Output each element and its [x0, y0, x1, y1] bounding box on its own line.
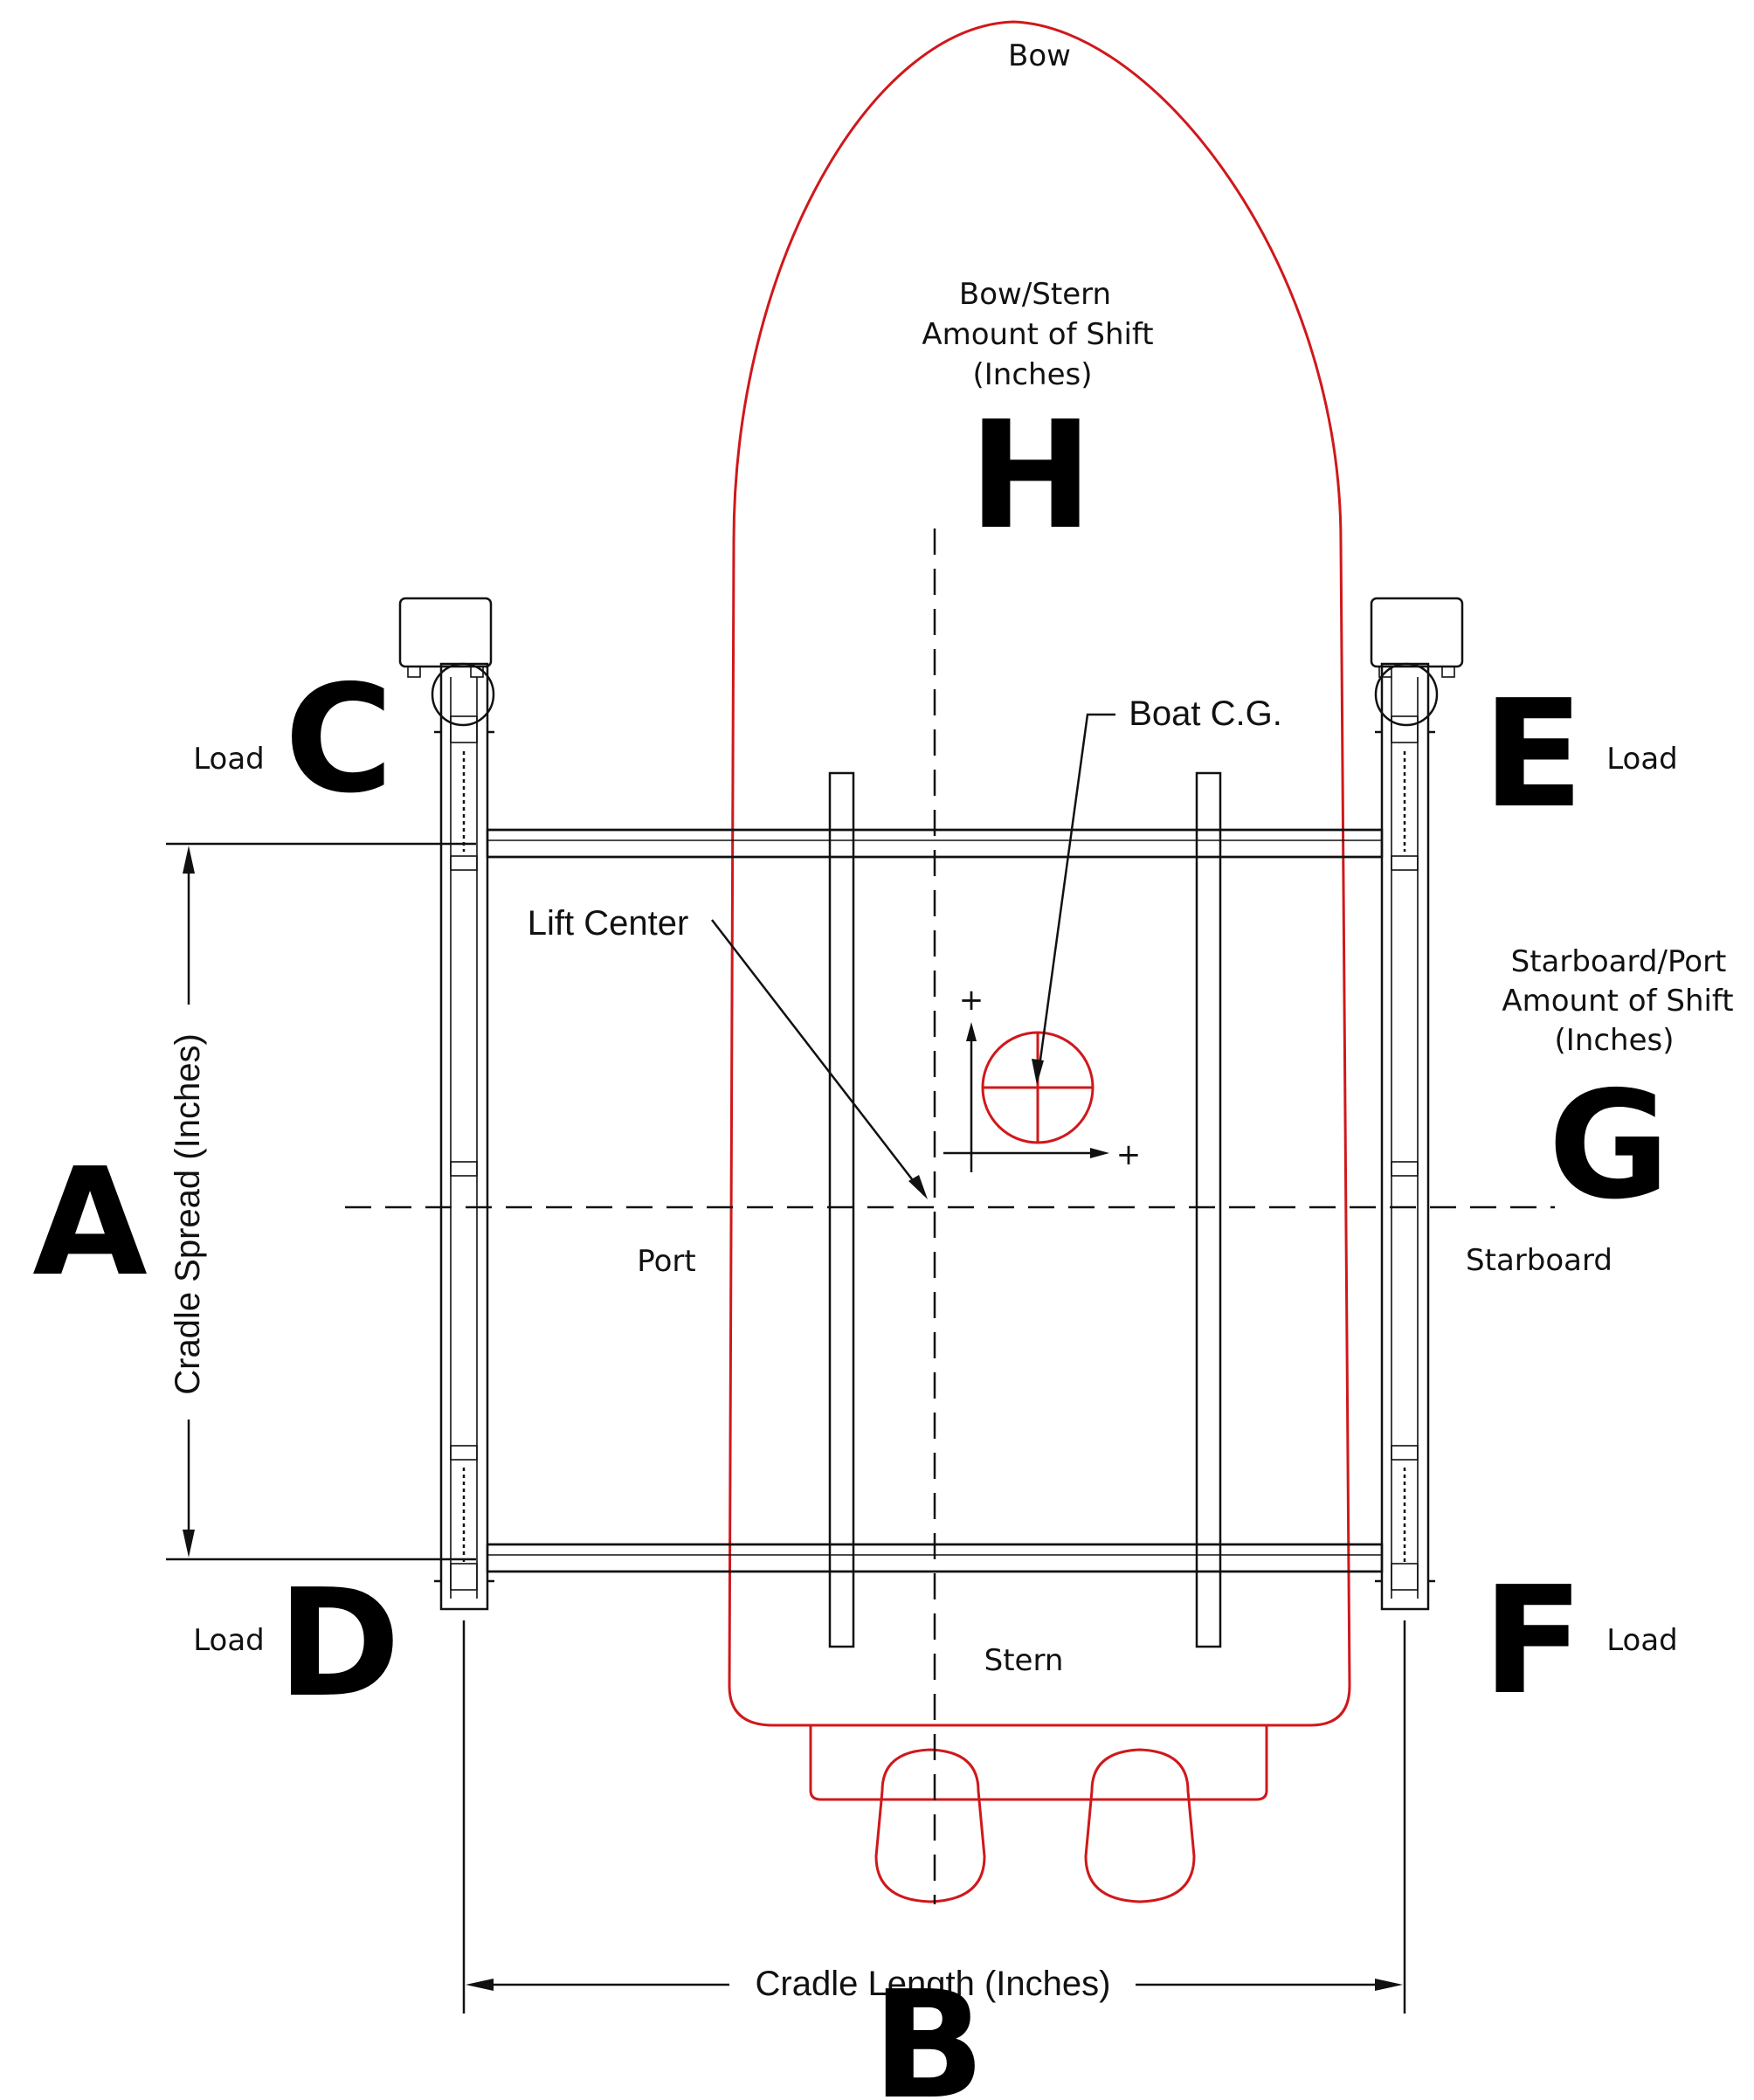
- cradle-length-label: Cradle Length (Inches): [756, 1965, 1111, 2003]
- letter-g: G: [1548, 1060, 1670, 1233]
- letter-b: B: [872, 1959, 985, 2100]
- letter-c: C: [285, 653, 394, 826]
- bow-stern-shift-line3: (Inches): [973, 357, 1093, 392]
- port-lift-post: [398, 597, 495, 1611]
- shift-axes: [943, 1022, 1109, 1172]
- bow-label: Bow: [1008, 38, 1071, 73]
- starboard-lift-post: [1370, 597, 1464, 1611]
- lift-center-leader: [711, 919, 925, 1196]
- bunk-port: [828, 771, 855, 1648]
- starboard-port-shift-line2: Amount of Shift: [1502, 984, 1733, 1019]
- port-label: Port: [637, 1244, 695, 1279]
- load-label-e: Load: [1606, 742, 1678, 777]
- letter-h: H: [969, 390, 1093, 563]
- boat-cg-leader: [1036, 713, 1115, 1080]
- cradle-spread-label: Cradle Spread (Inches): [169, 1033, 207, 1395]
- stern-label: Stern: [984, 1643, 1064, 1678]
- cradle-spread-dimension: [166, 842, 476, 1561]
- motor-housing-starboard: [1370, 597, 1464, 668]
- load-label-f: Load: [1606, 1623, 1678, 1658]
- load-label-d: Load: [193, 1623, 265, 1658]
- letter-d: D: [277, 1558, 400, 1730]
- bow-stern-shift-line2: Amount of Shift: [922, 317, 1153, 352]
- lift-center-label: Lift Center: [528, 904, 689, 943]
- bunk-starboard: [1195, 771, 1222, 1648]
- letter-e: E: [1482, 668, 1584, 841]
- letter-a: A: [32, 1136, 148, 1309]
- starboard-port-shift-line1: Starboard/Port: [1511, 944, 1727, 979]
- starboard-port-shift-line3: (Inches): [1555, 1023, 1675, 1058]
- starboard-label: Starboard: [1466, 1243, 1612, 1278]
- boat-cg-label: Boat C.G.: [1129, 694, 1282, 733]
- motor-housing-port: [398, 597, 493, 668]
- boat-cg-target: [981, 1031, 1095, 1144]
- outboard-motor-starboard: [1084, 1748, 1196, 1903]
- boat-hull: [728, 20, 1351, 1727]
- plus-horizontal: +: [1116, 1137, 1142, 1172]
- load-label-c: Load: [193, 742, 265, 777]
- outboard-motor-port: [874, 1748, 986, 1903]
- letter-f: F: [1482, 1555, 1584, 1728]
- bow-stern-shift-line1: Bow/Stern: [959, 277, 1111, 312]
- motor-bracket: [809, 1725, 1268, 1801]
- cradle-length-dimension: [462, 1620, 1406, 2014]
- plus-vertical: +: [959, 983, 984, 1018]
